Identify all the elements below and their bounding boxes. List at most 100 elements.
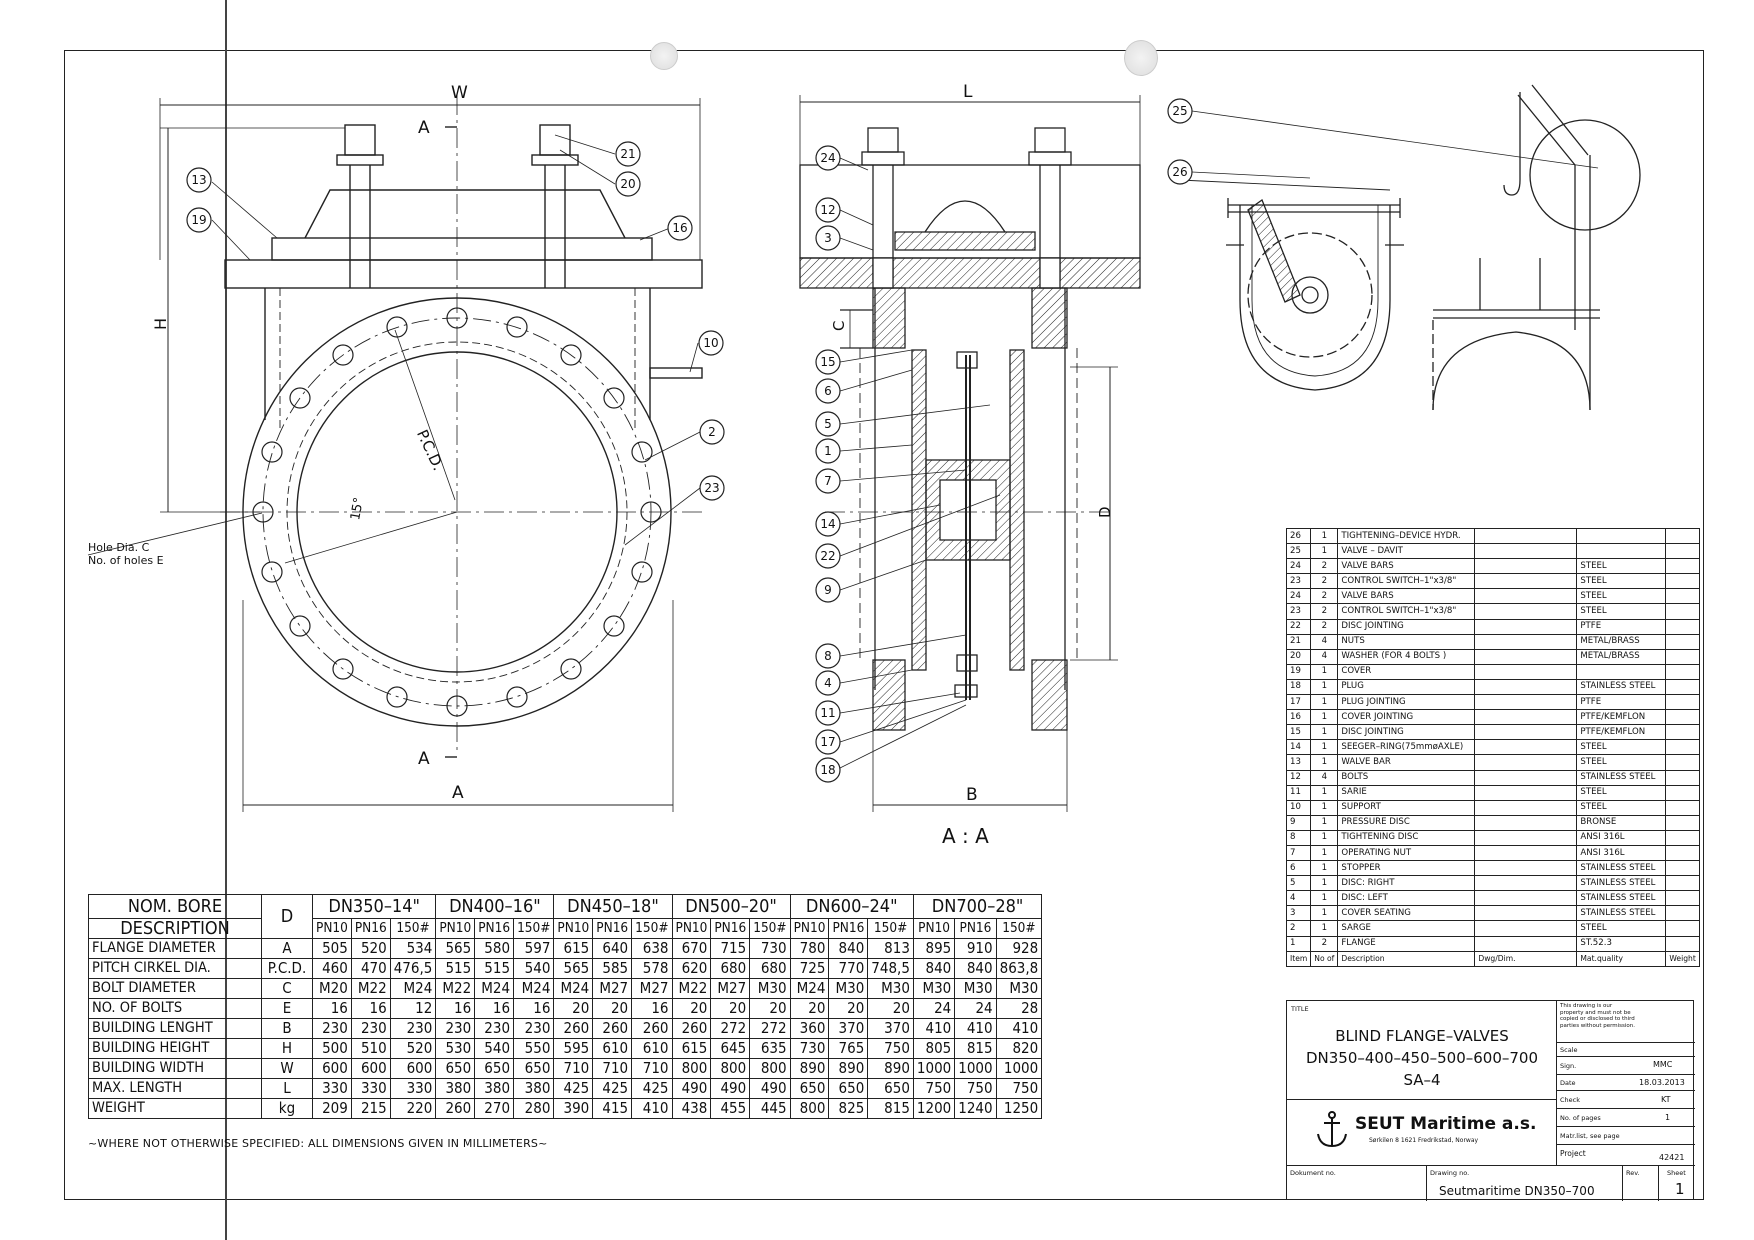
section-label: A : A [942, 824, 989, 848]
table-cell: 380 [435, 1078, 476, 1099]
parts-cell-dwg [1474, 543, 1578, 560]
balloon-detail: 25 [1172, 104, 1187, 118]
parts-cell-desc: OPERATING NUT [1337, 844, 1476, 862]
table-cell: 585 [592, 958, 633, 979]
parts-cell-mat [1576, 527, 1667, 545]
dim-c-label: C [830, 321, 848, 331]
balloon-section: 3 [824, 231, 832, 245]
parts-cell-desc: COVER JOINTING [1337, 709, 1476, 726]
parts-cell-dwg [1474, 875, 1578, 892]
table-cell: 425 [592, 1078, 633, 1099]
table-cell: 490 [671, 1078, 712, 1099]
balloon-front: 16 [672, 221, 687, 235]
parts-cell-qty: 1 [1310, 920, 1339, 937]
table-cell: 415 [592, 1098, 633, 1119]
table-cell: 380 [513, 1078, 555, 1099]
dimension-table: NOM. BORE D DN350–14" DN400–16" DN450–18… [88, 894, 1043, 1119]
table-cell: 476,5 [389, 958, 437, 979]
parts-cell-qty: 4 [1310, 648, 1339, 665]
table-cell: 330 [389, 1078, 437, 1099]
parts-cell-qty: 1 [1310, 829, 1339, 846]
balloon-detail: 26 [1172, 165, 1187, 179]
table-cell: 840 [954, 958, 997, 979]
table-cell: 610 [631, 1038, 673, 1059]
table-cell: 800 [710, 1058, 751, 1079]
parts-cell-desc: WALVE BAR [1337, 754, 1476, 771]
balloon-section: 6 [824, 384, 832, 398]
balloon-front: 13 [191, 173, 206, 187]
table-cell: 20 [592, 998, 633, 1019]
parts-header-material: Mat.quality [1576, 950, 1667, 967]
parts-cell-desc: VALVE – DAVIT [1337, 543, 1476, 560]
table-cell: 1200 [912, 1098, 956, 1119]
table-cell: 815 [954, 1038, 997, 1059]
parts-cell-no: 10 [1285, 799, 1312, 816]
parts-cell-wt [1665, 814, 1700, 831]
matlist-label: Matr.list, see page [1560, 1132, 1620, 1140]
balloon-section: 12 [820, 203, 835, 217]
title-line-2: DN350–400–450–500–600–700 [1305, 1049, 1539, 1067]
table-cell: 438 [671, 1098, 712, 1119]
parts-cell-no: 21 [1285, 633, 1312, 650]
table-cell: 615 [553, 938, 594, 959]
bolt-hole [252, 501, 274, 523]
parts-cell-qty: 1 [1310, 739, 1339, 756]
bolt-hole [603, 615, 625, 637]
company-address: Sørkilen 8 1621 Fredrikstad, Norway [1369, 1137, 1479, 1144]
table-cell: 710 [631, 1058, 673, 1079]
parts-cell-wt [1665, 633, 1700, 650]
table-cell: 470 [350, 958, 391, 979]
table-cell: 510 [350, 1038, 391, 1059]
table-cell: 500 [312, 1038, 352, 1059]
table-cell: 650 [513, 1058, 555, 1079]
table-cell: 765 [828, 1038, 869, 1059]
parts-cell-mat: PTFE [1576, 618, 1667, 635]
parts-cell-mat: STEEL [1576, 588, 1667, 605]
parts-cell-desc: FLANGE [1337, 935, 1476, 952]
parts-cell-dwg [1474, 935, 1578, 952]
parts-cell-mat: PTFE/KEMFLON [1576, 724, 1667, 741]
table-cell: 490 [749, 1078, 791, 1099]
sheet-value: 1 [1675, 1180, 1685, 1198]
table-cell: 813 [867, 938, 914, 959]
parts-cell-desc: STOPPER [1337, 860, 1476, 877]
table-cell: 530 [435, 1038, 476, 1059]
parts-cell-wt [1665, 784, 1700, 801]
table-cell: 12 [389, 998, 437, 1019]
parts-cell-desc: DISC: RIGHT [1337, 875, 1476, 892]
table-cell: M30 [912, 978, 956, 999]
parts-cell-dwg [1474, 844, 1578, 862]
parts-cell-wt [1665, 603, 1700, 620]
parts-cell-dwg [1474, 678, 1578, 696]
table-cell: M30 [954, 978, 997, 999]
row-label: BUILDING WIDTH [88, 1058, 262, 1079]
table-cell: 330 [312, 1078, 352, 1099]
title-line-1: BLIND FLANGE–VALVES [1335, 1027, 1509, 1045]
parts-cell-wt [1665, 558, 1700, 575]
pressure-class: PN10 [789, 918, 830, 939]
pressure-class: 150# [867, 918, 914, 939]
bolt-hole [446, 695, 468, 717]
parts-cell-qty: 1 [1310, 844, 1339, 862]
table-cell: 490 [710, 1078, 751, 1099]
pressure-class: PN10 [671, 918, 712, 939]
table-cell: M27 [710, 978, 751, 999]
table-cell: 460 [312, 958, 352, 979]
parts-cell-no: 3 [1285, 905, 1312, 922]
parts-cell-no: 6 [1285, 860, 1312, 877]
group-header: DN450–18" [553, 894, 673, 919]
drawing-value: Seutmaritime DN350–700 [1439, 1184, 1595, 1198]
parts-cell-wt [1665, 799, 1700, 816]
table-subheader-row: DESCRIPTION PN10 PN16 150# PN10 PN16 150… [88, 918, 1043, 939]
parts-cell-qty: 1 [1310, 905, 1339, 922]
balloon-section: 4 [824, 676, 832, 690]
